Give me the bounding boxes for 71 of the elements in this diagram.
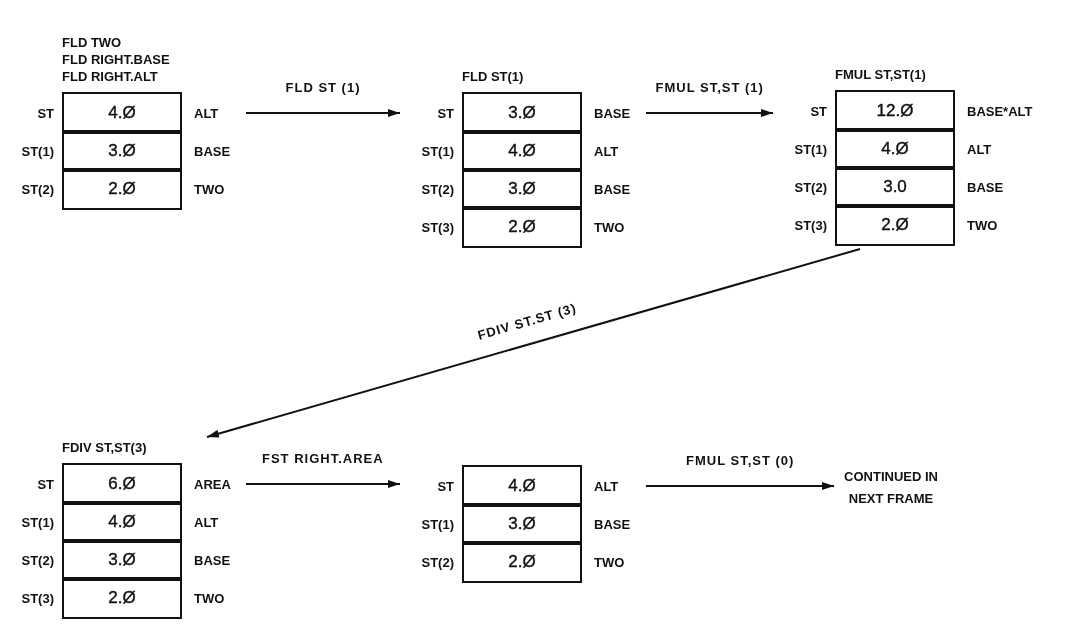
stack-cell: 3.Ø [462, 92, 582, 134]
stack-cell: 2.Ø [835, 204, 955, 246]
stack-cell: 2.Ø [62, 168, 182, 210]
arrow [206, 248, 861, 438]
stack-cell: 3.Ø [62, 130, 182, 172]
variable-label: TWO [194, 590, 225, 606]
arrow [645, 109, 774, 117]
variable-label: ALT [594, 143, 619, 159]
stack-cell: 2.Ø [62, 577, 182, 619]
variable-label: ALT [967, 141, 992, 157]
stack-cell: 3.Ø [62, 539, 182, 581]
variable-label: BASE [594, 181, 631, 197]
register-label: ST(3) [794, 217, 827, 233]
stack-cell: 4.Ø [62, 92, 182, 134]
instruction-label: FLD RIGHT.ALT [62, 68, 158, 85]
register-label: ST(1) [421, 143, 454, 159]
variable-label: BASE [194, 552, 231, 568]
variable-label: ALT [594, 478, 619, 494]
arrow [245, 109, 401, 117]
stack-cell: 4.Ø [462, 465, 582, 507]
register-label: ST(2) [421, 554, 454, 570]
variable-label: BASE [594, 516, 631, 532]
continuation-note: CONTINUED IN NEXT FRAME [832, 466, 950, 510]
stack-cell: 6.Ø [62, 463, 182, 505]
edge-label: FDIV ST.ST (3) [476, 300, 579, 344]
instruction-label: FLD RIGHT.BASE [62, 51, 170, 68]
variable-label: BASE [194, 143, 231, 159]
variable-label: BASE*ALT [967, 103, 1033, 119]
edge-label: FMUL ST,ST (0) [686, 452, 795, 468]
variable-label: TWO [194, 181, 225, 197]
instruction-label: FMUL ST,ST(1) [835, 66, 926, 83]
variable-label: BASE [594, 105, 631, 121]
register-label: ST [37, 476, 54, 492]
register-label: ST(1) [794, 141, 827, 157]
variable-label: ALT [194, 105, 219, 121]
variable-label: TWO [967, 217, 998, 233]
arrow [645, 482, 835, 490]
register-label: ST(1) [21, 143, 54, 159]
edge-label: FLD ST (1) [285, 79, 361, 95]
stack-cell: 4.Ø [835, 128, 955, 170]
instruction-label: FLD TWO [62, 34, 122, 51]
register-label: ST [437, 478, 454, 494]
register-label: ST(1) [421, 516, 454, 532]
register-label: ST [810, 103, 827, 119]
stack-cell: 2.Ø [462, 206, 582, 248]
variable-label: TWO [594, 554, 625, 570]
register-label: ST(3) [421, 219, 454, 235]
variable-label: ALT [194, 514, 219, 530]
stack-cell: 4.Ø [62, 501, 182, 543]
variable-label: BASE [967, 179, 1004, 195]
stack-cell: 2.Ø [462, 541, 582, 583]
register-label: ST(1) [21, 514, 54, 530]
edge-label: FMUL ST,ST (1) [655, 79, 764, 95]
instruction-label: FLD ST(1) [462, 68, 524, 85]
register-label: ST(2) [794, 179, 827, 195]
arrow [245, 480, 401, 488]
stack-cell: 4.Ø [462, 130, 582, 172]
instruction-label: FDIV ST,ST(3) [62, 439, 147, 456]
stack-cell: 12.Ø [835, 90, 955, 132]
register-label: ST [437, 105, 454, 121]
stack-cell: 3.Ø [462, 503, 582, 545]
register-label: ST(2) [21, 552, 54, 568]
register-label: ST(2) [21, 181, 54, 197]
register-label: ST(3) [21, 590, 54, 606]
stack-cell: 3.Ø [462, 168, 582, 210]
register-label: ST(2) [421, 181, 454, 197]
variable-label: AREA [194, 476, 231, 492]
register-label: ST [37, 105, 54, 121]
variable-label: TWO [594, 219, 625, 235]
edge-label: FST RIGHT.AREA [262, 450, 384, 466]
stack-cell: 3.0 [835, 166, 955, 208]
